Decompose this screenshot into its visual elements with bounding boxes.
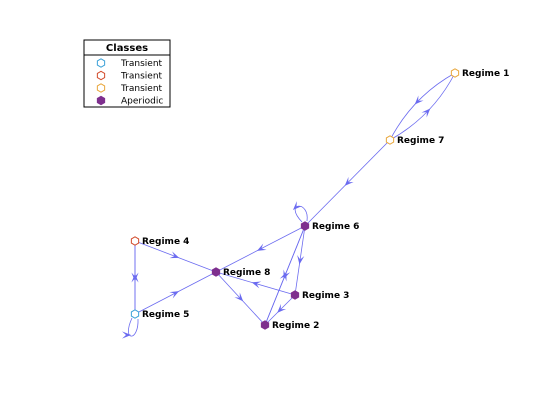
node-label-r4: Regime 4 bbox=[142, 237, 189, 247]
node-marker-r3 bbox=[290, 290, 300, 300]
legend: Classes TransientTransientTransientAperi… bbox=[83, 39, 171, 108]
edge-r5-r4 bbox=[131, 241, 139, 314]
node-marker-r4 bbox=[130, 236, 140, 246]
node-label-r6: Regime 6 bbox=[312, 222, 359, 232]
node-label-r1: Regime 1 bbox=[462, 69, 509, 79]
node-label-r3: Regime 3 bbox=[302, 291, 349, 301]
edge-line-r1-r7 bbox=[389, 72, 456, 141]
edge-r1-r7 bbox=[389, 72, 456, 141]
edge-arrow-r7-r1 bbox=[421, 108, 431, 118]
node-r5: Regime 5 bbox=[130, 309, 189, 320]
node-marker-r6 bbox=[300, 221, 310, 231]
edge-r8-r2 bbox=[215, 271, 266, 326]
node-r1: Regime 1 bbox=[450, 68, 509, 79]
edge-arrow-r5-r4 bbox=[131, 273, 139, 283]
node-marker-r7 bbox=[385, 135, 395, 145]
edge-r7-r1 bbox=[389, 72, 456, 141]
legend-marker bbox=[96, 83, 106, 93]
edge-r5-r8 bbox=[134, 271, 217, 315]
edge-arrow-r2-r6 bbox=[279, 271, 287, 282]
node-marker-r5 bbox=[130, 309, 140, 319]
node-label-r8: Regime 8 bbox=[223, 268, 270, 278]
edge-arrow-r3-r8 bbox=[251, 281, 262, 289]
edge-arrow-r6-r3 bbox=[297, 255, 305, 265]
edge-arrow-r1-r7 bbox=[414, 95, 424, 105]
edge-arrow-r7-r6 bbox=[344, 176, 354, 186]
edge-r4-r8 bbox=[134, 240, 217, 273]
node-r7: Regime 7 bbox=[385, 135, 444, 146]
legend-entry-label: Transient bbox=[120, 59, 163, 69]
legend-entry-label: Aperiodic bbox=[121, 97, 163, 107]
legend-entry: Transient bbox=[96, 83, 163, 94]
edge-r7-r6 bbox=[304, 139, 391, 227]
edge-r3-r8 bbox=[215, 271, 296, 296]
legend-entry: Transient bbox=[96, 58, 163, 69]
node-marker-r1 bbox=[450, 68, 460, 78]
edges-layer bbox=[122, 72, 456, 339]
node-r2: Regime 2 bbox=[260, 320, 319, 331]
node-r3: Regime 3 bbox=[290, 290, 349, 301]
edge-r6-r8 bbox=[215, 225, 306, 273]
node-marker-r2 bbox=[260, 320, 270, 330]
node-marker-r8 bbox=[211, 267, 221, 277]
edge-arrow-r3-r2 bbox=[277, 303, 287, 313]
edge-r6-r3 bbox=[294, 225, 306, 296]
legend-title: Classes bbox=[106, 43, 148, 54]
node-label-r2: Regime 2 bbox=[272, 321, 319, 331]
edge-r2-r6 bbox=[264, 225, 306, 326]
edge-arrow-r6-r6 bbox=[293, 201, 302, 210]
edge-line-r5-r5 bbox=[128, 317, 139, 337]
legend-entry-label: Transient bbox=[120, 72, 163, 82]
nodes-layer: Regime 1 Regime 7 Regime 6 Regime 4 Regime 8… bbox=[130, 68, 509, 331]
node-label-r7: Regime 7 bbox=[397, 136, 444, 146]
legend-entry: Transient bbox=[96, 70, 163, 82]
legend-marker bbox=[96, 95, 106, 106]
edge-arrow-r8-r2 bbox=[234, 292, 244, 302]
legend-entry: Aperiodic bbox=[96, 95, 163, 107]
edge-line-r6-r6 bbox=[294, 205, 308, 223]
node-r8: Regime 8 bbox=[211, 267, 270, 278]
edge-line-r7-r1 bbox=[389, 72, 456, 141]
legend-marker bbox=[96, 70, 106, 81]
node-r4: Regime 4 bbox=[130, 236, 189, 247]
edge-arrow-r5-r5 bbox=[122, 331, 131, 339]
edge-r6-r6 bbox=[293, 201, 308, 223]
legend-entry-label: Transient bbox=[120, 84, 163, 94]
edge-arrow-r6-r8 bbox=[256, 243, 267, 251]
edge-r5-r5 bbox=[122, 317, 139, 339]
edge-arrow-r4-r8 bbox=[169, 251, 180, 259]
legend-marker bbox=[96, 58, 106, 68]
node-label-r5: Regime 5 bbox=[142, 310, 189, 320]
edge-arrow-r5-r8 bbox=[169, 291, 180, 299]
node-r6: Regime 6 bbox=[300, 221, 359, 232]
